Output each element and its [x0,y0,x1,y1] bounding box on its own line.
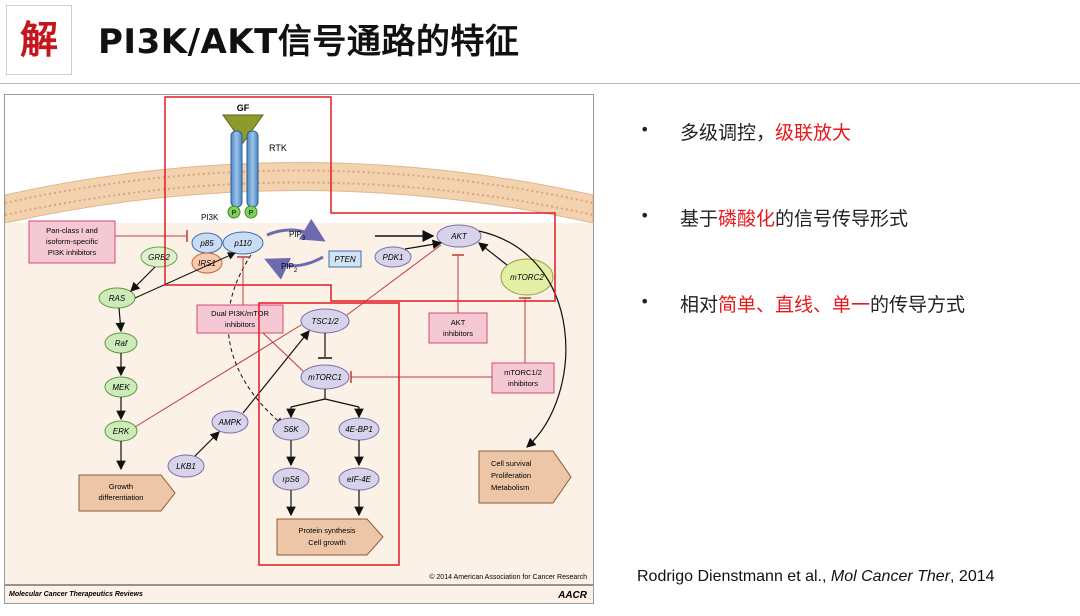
svg-text:PI3K inhibitors: PI3K inhibitors [48,248,97,257]
svg-text:inhibitors: inhibitors [508,379,538,388]
bullet-text: 基于磷酸化的信号传导形式 [680,208,909,230]
logo: 解 [6,5,72,75]
bullet-item-3: • 相对简单、直线、单一的传导方式 [640,290,1070,376]
rtk-receptor-left [230,130,243,208]
svg-text:AKT: AKT [451,318,466,327]
phospho-right [244,205,258,219]
bullet-item-2: • 基于磷酸化的信号传导形式 [640,204,1070,290]
pip3-label: PIP3 [289,230,306,242]
svg-text:P: P [232,210,237,217]
svg-text:mTORC1: mTORC1 [308,373,342,382]
highlight-frame-lower [258,302,400,566]
svg-text:GRB2: GRB2 [148,253,170,262]
cell-membrane [5,162,593,224]
svg-text:Metabolism: Metabolism [491,483,529,492]
dual-pi3k-mtor-inhibitor-box [196,304,284,334]
svg-text:Dual PI3K/mTOR: Dual PI3K/mTOR [211,309,269,318]
svg-text:PDK1: PDK1 [383,253,404,262]
svg-text:4E-BP1: 4E-BP1 [345,425,373,434]
svg-text:P: P [249,210,254,217]
rtk-receptor-right [246,130,259,208]
svg-text:TSC1/2: TSC1/2 [311,317,339,326]
pip2-label: PIP2 [281,262,298,274]
mtorc12-inhibitor-box [491,362,555,394]
svg-text:Protein synthesis: Protein synthesis [298,526,355,535]
pi3k-label: PI3K [201,213,219,222]
svg-text:p85: p85 [199,239,214,248]
svg-text:Cell growth: Cell growth [308,538,346,547]
svg-text:AKT: AKT [450,232,468,241]
pan-class-inhibitor-box [28,220,116,264]
svg-text:ERK: ERK [113,427,130,436]
bullet-marker: • [640,206,650,225]
node-irs1 [191,252,223,274]
phospho-left [227,205,241,219]
rtk-label: RTK [269,143,287,153]
pathway-diagram: GF RTK P P PI3K p85 p110 IRS1 GRB2 PIP3 … [5,96,593,603]
svg-text:Growth: Growth [109,482,133,491]
growth-differentiation-box [78,474,176,512]
node-lkb1 [167,454,205,478]
svg-text:LKB1: LKB1 [176,462,196,471]
node-akt [436,224,482,248]
svg-text:Proliferation: Proliferation [491,471,531,480]
bullet-marker: • [640,120,650,139]
logo-seal: 解 [19,17,58,62]
svg-text:rpS6: rpS6 [283,475,300,484]
svg-text:inhibitors: inhibitors [225,320,255,329]
node-ampk [211,410,249,434]
svg-text:IRS1: IRS1 [198,259,216,268]
svg-text:MEK: MEK [112,383,130,392]
node-p110 [222,231,264,255]
cell-survival-box [478,450,572,504]
svg-text:Pan-class I and: Pan-class I and [46,226,98,235]
svg-text:PTEN: PTEN [334,255,356,264]
svg-text:S6K: S6K [283,425,299,434]
svg-text:isoform-specific: isoform-specific [46,237,98,246]
bullet-marker: • [640,292,650,311]
bullet-item-1: • 多级调控，级联放大 [640,118,1070,204]
aacr-logo: AACR [557,590,588,601]
svg-text:mTORC2: mTORC2 [510,273,544,282]
highlight-frame-upper [164,96,556,302]
copyright: © 2014 American Association for Cancer R… [429,573,587,581]
pathway-figure: GF RTK P P PI3K p85 p110 IRS1 GRB2 PIP3 … [4,94,594,604]
svg-text:AMPK: AMPK [218,418,242,427]
bullet-text: 相对简单、直线、单一的传导方式 [680,294,966,316]
journal-footer: Molecular Cancer Therapeutics Reviews [9,591,143,598]
svg-text:p110: p110 [233,239,252,248]
node-grb2 [140,246,178,268]
bullet-list: • 多级调控，级联放大 • 基于磷酸化的信号传导形式 • 相对简单、直线、单一的… [640,118,1070,376]
svg-text:RAS: RAS [109,294,126,303]
svg-text:Raf: Raf [115,339,128,348]
svg-text:mTORC1/2: mTORC1/2 [504,368,542,377]
svg-text:differentiation: differentiation [99,493,144,502]
gf-ligand [222,114,264,144]
gf-label: GF [237,103,250,113]
svg-text:eIF-4E: eIF-4E [347,475,372,484]
node-pten [328,250,362,268]
svg-text:Cell survival: Cell survival [491,459,532,468]
page-title: PI3K/AKT信号通路的特征 [98,22,520,62]
citation: Rodrigo Dienstmann et al., Mol Cancer Th… [637,568,995,585]
protein-synthesis-box [276,518,384,556]
header-divider [0,83,1080,84]
bullet-text: 多级调控，级联放大 [680,122,852,144]
node-pdk1 [374,246,412,268]
svg-text:inhibitors: inhibitors [443,329,473,338]
erk-to-tsc [134,324,302,428]
akt-inhibitor-box [428,312,488,344]
